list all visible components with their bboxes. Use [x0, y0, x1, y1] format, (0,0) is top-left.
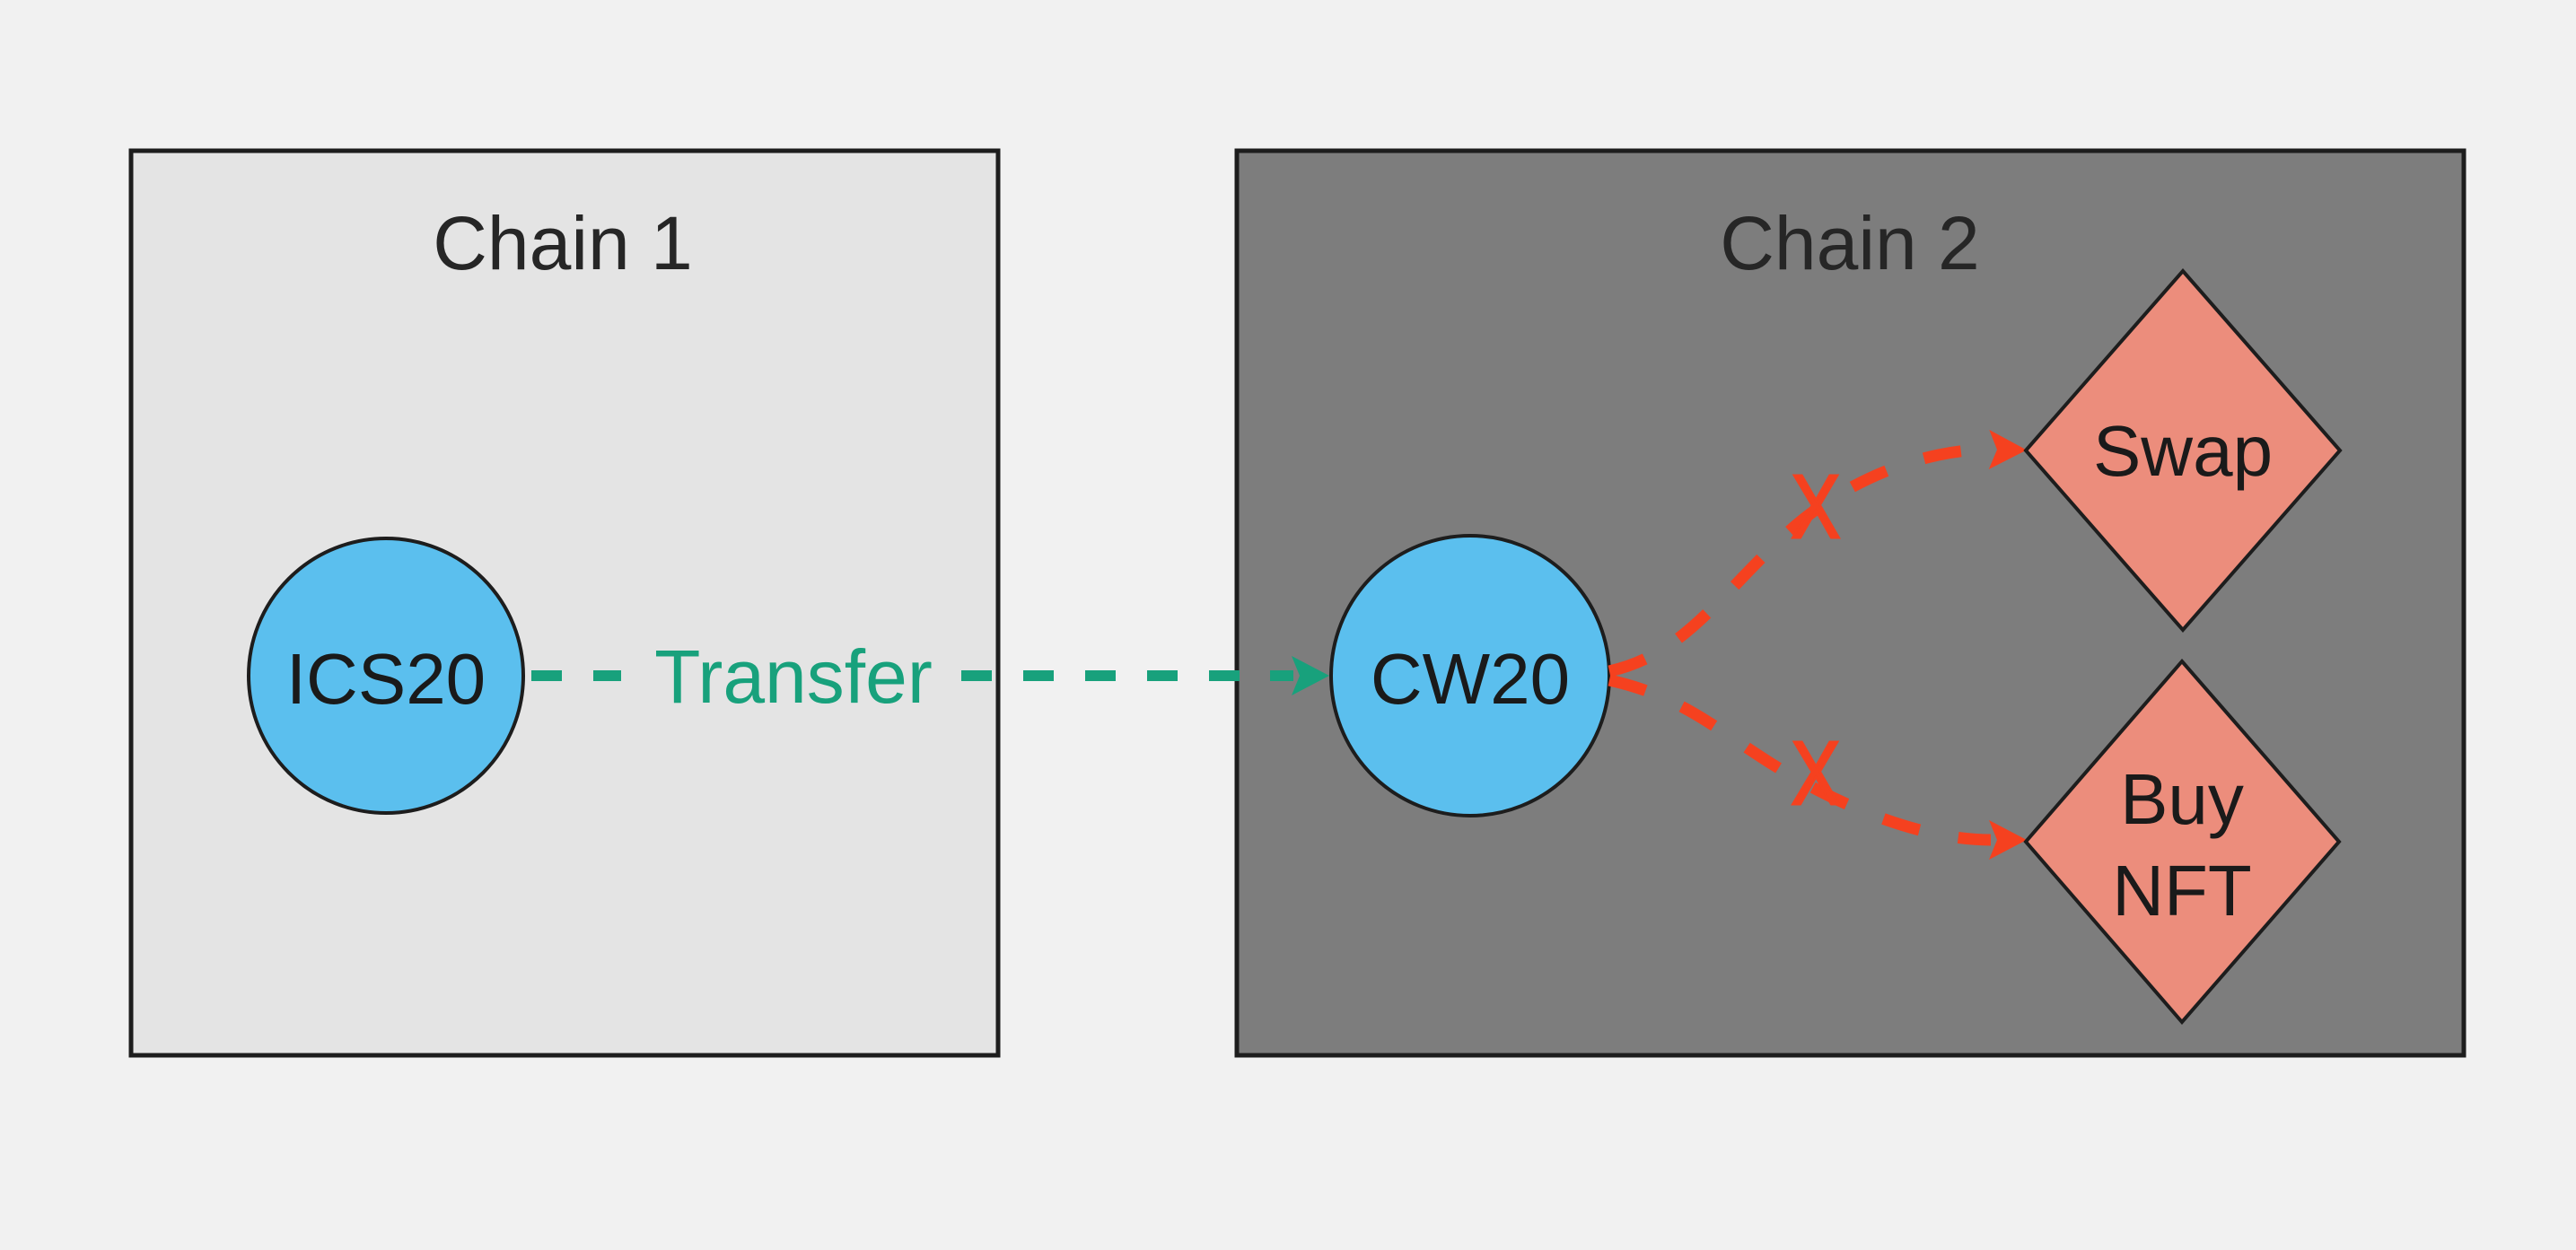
buy-nft-action-label-line2: NFT [2112, 851, 2252, 931]
ics20-label: ICS20 [286, 639, 486, 719]
swap-action-diamond [2023, 267, 2343, 634]
transfer-edge-label: Transfer [654, 634, 933, 719]
ics20-node [247, 537, 525, 815]
chain2-title: Chain 2 [1720, 201, 1980, 285]
cw20-label: CW20 [1371, 639, 1570, 719]
buy-nft-action-label-line1: Buy [2120, 759, 2244, 839]
chain1-title: Chain 1 [433, 201, 693, 285]
buy-nft-action-diamond [2023, 658, 2342, 1026]
blocked-x-swap-mark: X [1792, 457, 1841, 557]
blocked-x-buy-nft-mark: X [1792, 723, 1841, 824]
blocked-edge-buy-nft [1608, 674, 2027, 860]
blocked-x-buy-nft: X [1790, 722, 1841, 825]
swap-action-label: Swap [2093, 411, 2273, 491]
cw20-node [1329, 534, 1611, 817]
chain1-box [128, 148, 1001, 1058]
blocked-x-swap: X [1790, 456, 1841, 558]
